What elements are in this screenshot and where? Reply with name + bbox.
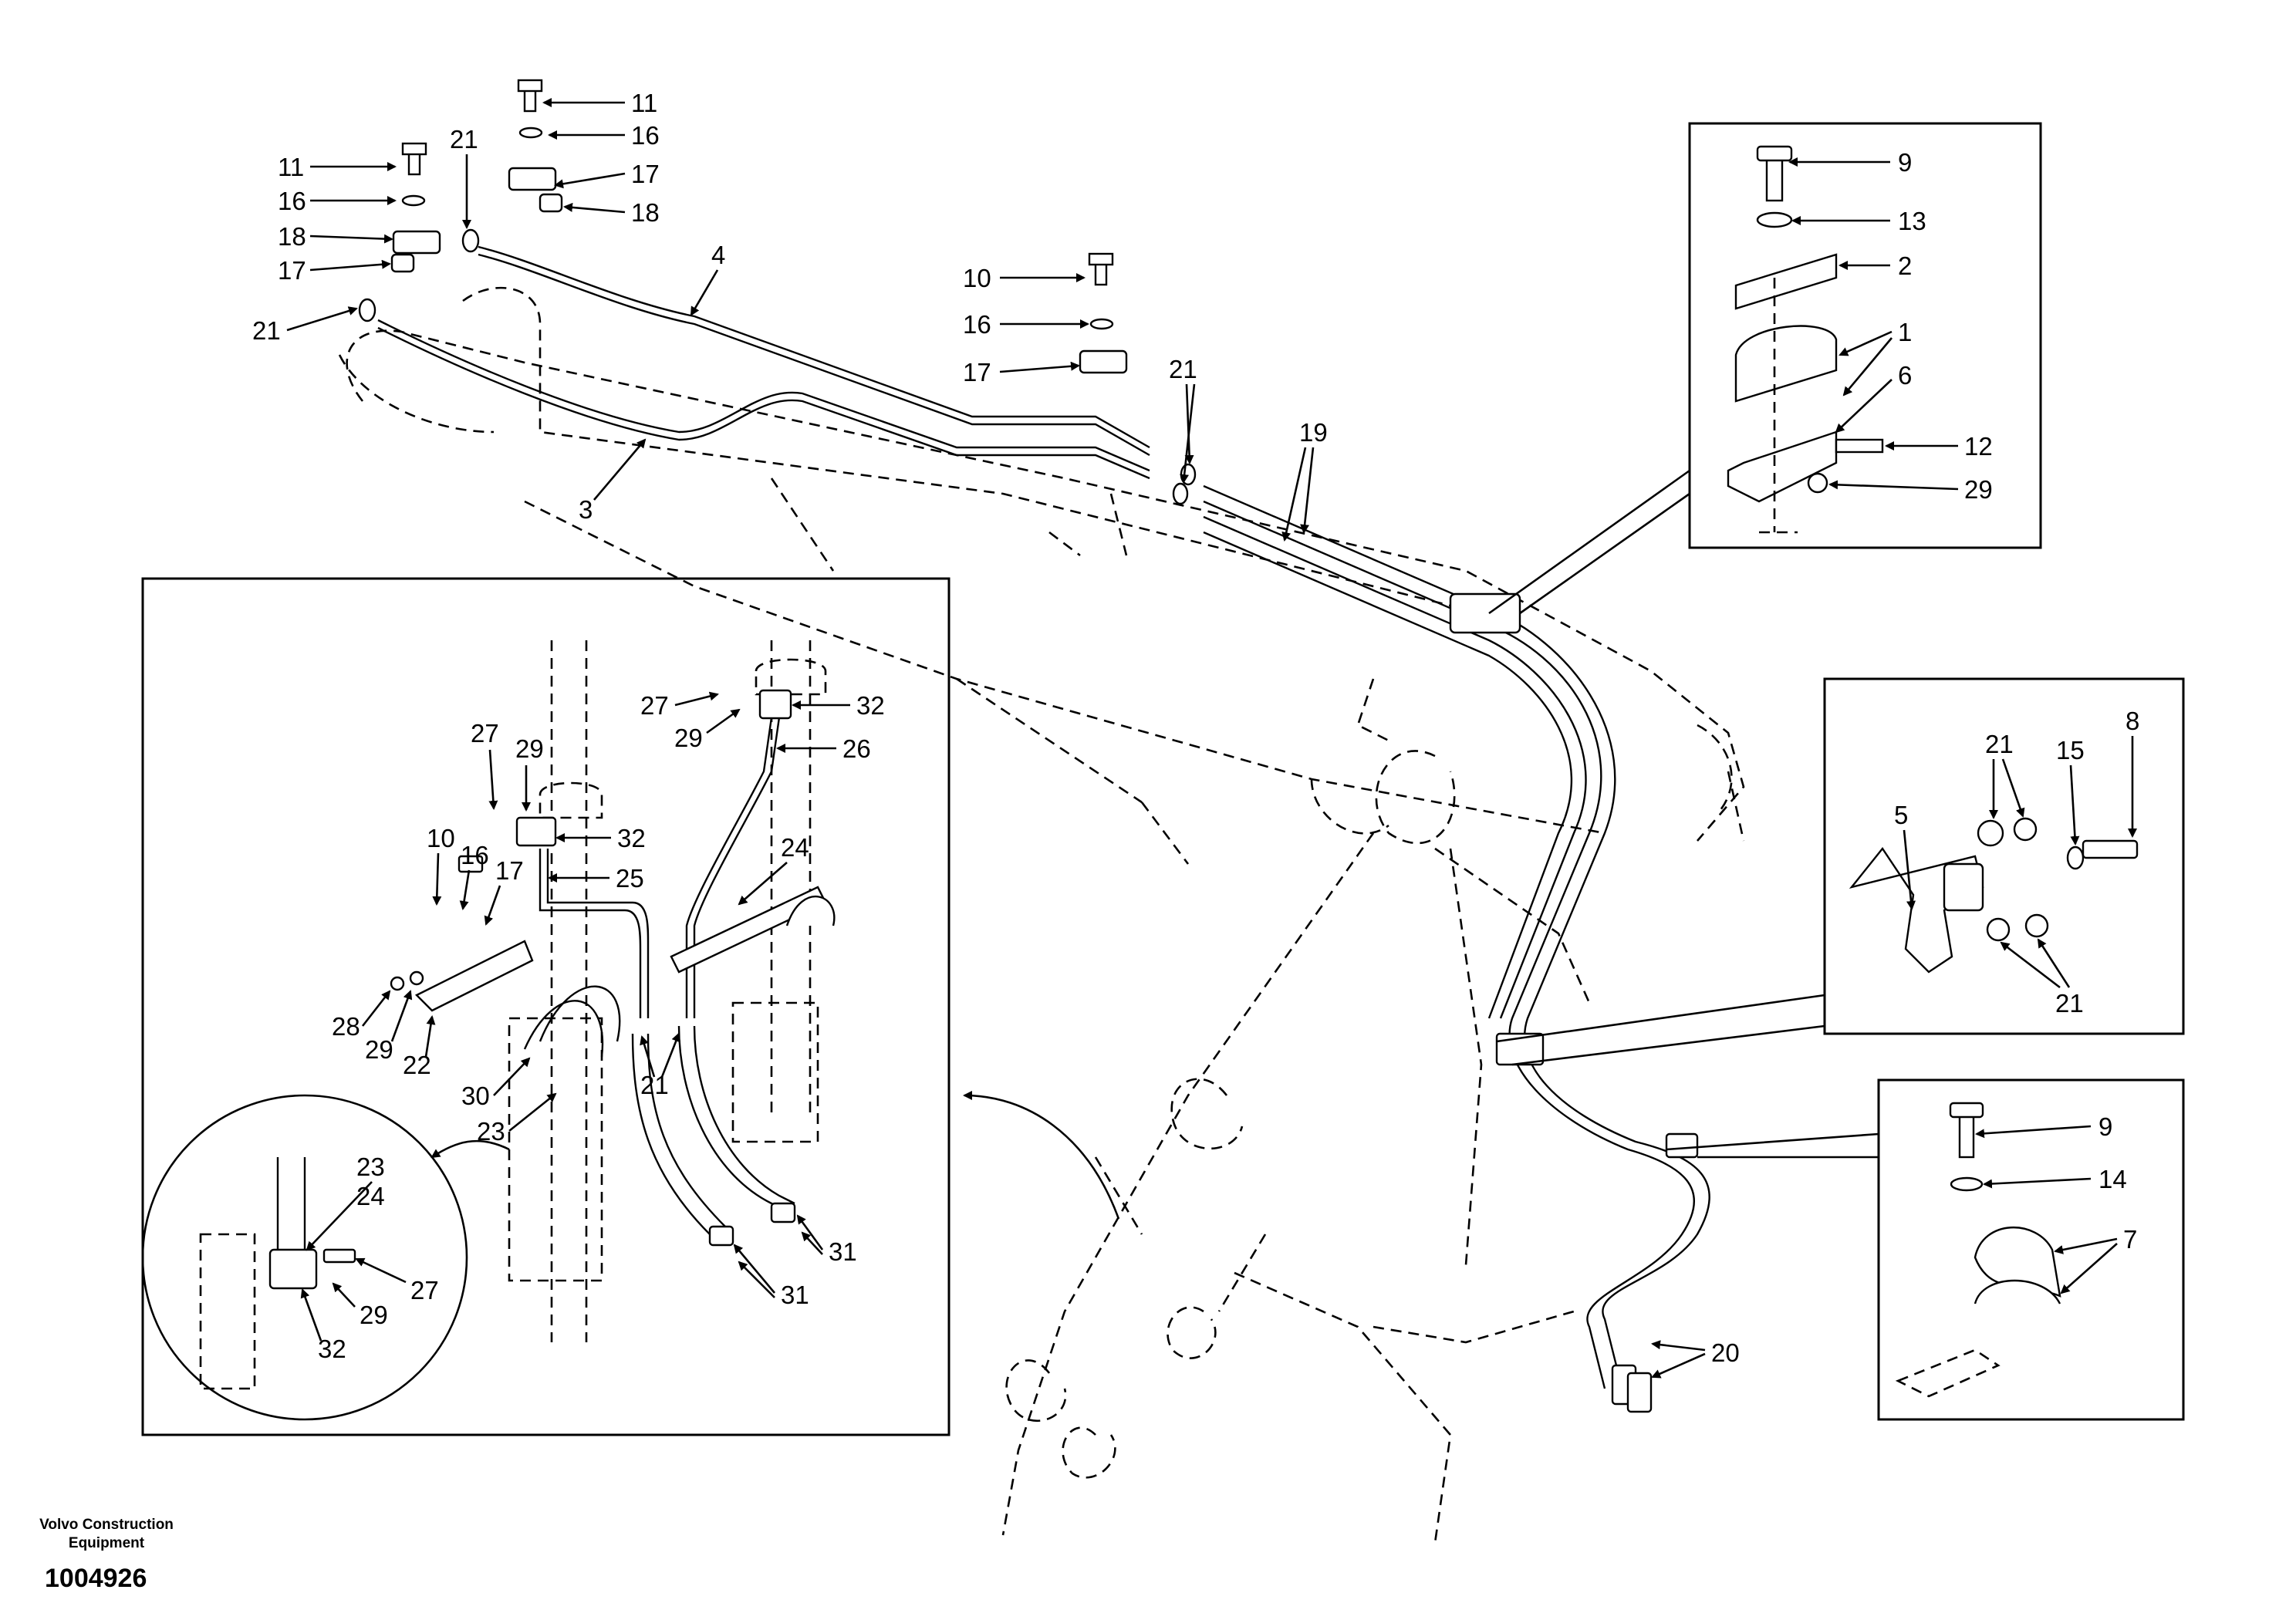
inset-hose-clamp-parts xyxy=(1895,1102,2061,1398)
detail-circle xyxy=(141,1094,468,1421)
leader-inset-a xyxy=(1488,469,1690,615)
callout-29: 29 xyxy=(365,1035,393,1064)
inset-arrow xyxy=(963,1091,1120,1220)
inset-cylinder-parts xyxy=(390,640,836,1342)
callout-2: 2 xyxy=(1898,251,1912,280)
callout-31: 31 xyxy=(781,1281,809,1309)
callout-29: 29 xyxy=(515,734,544,763)
callout-20: 20 xyxy=(1711,1338,1740,1367)
callout-24: 24 xyxy=(356,1182,385,1210)
inset-bracket-parts xyxy=(1849,817,2139,974)
callout-29: 29 xyxy=(1964,475,1993,504)
callout-13: 13 xyxy=(1898,207,1926,235)
callout-6: 6 xyxy=(1898,361,1912,390)
callout-9: 9 xyxy=(1898,148,1912,177)
hose-bundle-19 xyxy=(1203,484,1710,1413)
callout-29: 29 xyxy=(674,724,703,752)
callout-32: 32 xyxy=(318,1335,346,1363)
callout-9: 9 xyxy=(2098,1112,2112,1141)
callout-24: 24 xyxy=(781,833,809,862)
callout-21: 21 xyxy=(1985,730,2014,758)
callout-16: 16 xyxy=(963,310,991,339)
callout-7: 7 xyxy=(2123,1225,2137,1254)
callout-16: 16 xyxy=(461,841,489,869)
leader-inset-c xyxy=(1666,1132,1879,1159)
callout-11: 11 xyxy=(278,153,304,181)
hydraulic-lines-3-4 xyxy=(377,245,1150,480)
callout-21: 21 xyxy=(252,316,281,345)
callout-28: 28 xyxy=(332,1012,360,1041)
callout-4: 4 xyxy=(711,241,725,269)
callout-17: 17 xyxy=(495,856,524,885)
callout-27: 27 xyxy=(471,719,499,748)
callout-11: 11 xyxy=(631,89,657,117)
inset-box-clamp xyxy=(1688,122,2042,549)
inset-box-cylinder xyxy=(141,577,950,1436)
callout-17: 17 xyxy=(278,256,306,285)
callout-31: 31 xyxy=(829,1237,857,1266)
callout-18: 18 xyxy=(278,222,306,251)
boom-outline xyxy=(338,286,1745,1544)
inset-box-hose-clamp xyxy=(1877,1078,2185,1421)
callout-18: 18 xyxy=(631,198,660,227)
callout-26: 26 xyxy=(842,734,871,763)
callout-8: 8 xyxy=(2125,707,2139,735)
top-clamp-parts xyxy=(358,79,1197,505)
brand-name: Volvo Construction Equipment xyxy=(39,1517,174,1551)
leader-inset-b xyxy=(1496,994,1825,1066)
inset-box-bracket xyxy=(1823,677,2185,1035)
callout-25: 25 xyxy=(616,864,644,893)
callout-23: 23 xyxy=(356,1153,385,1181)
inset-clamp-parts xyxy=(1727,145,1884,534)
document-number: 1004926 xyxy=(45,1564,147,1593)
detail-circle-parts xyxy=(199,1157,356,1390)
callout-21: 21 xyxy=(1169,355,1197,383)
callout-3: 3 xyxy=(579,495,593,524)
callout-17: 17 xyxy=(963,358,991,386)
callout-16: 16 xyxy=(278,187,306,215)
callout-5: 5 xyxy=(1894,801,1908,829)
callout-21: 21 xyxy=(450,125,478,154)
callout-10: 10 xyxy=(427,824,455,852)
callout-1: 1 xyxy=(1898,318,1912,346)
callout-27: 27 xyxy=(640,691,669,720)
callout-27: 27 xyxy=(410,1276,439,1304)
callout-23: 23 xyxy=(477,1117,505,1146)
callout-21: 21 xyxy=(2055,989,2084,1018)
callout-29: 29 xyxy=(360,1301,388,1329)
callout-17: 17 xyxy=(631,160,660,188)
callout-layer: 11 16 17 18 11 16 18 17 21 21 4 3 10 16 … xyxy=(252,89,2139,1379)
callout-32: 32 xyxy=(856,691,885,720)
callout-15: 15 xyxy=(2056,736,2085,764)
callout-10: 10 xyxy=(963,264,991,292)
callout-19: 19 xyxy=(1299,418,1328,447)
callout-16: 16 xyxy=(631,121,660,150)
callout-12: 12 xyxy=(1964,432,1993,461)
detail-arrow xyxy=(430,1139,510,1159)
callout-14: 14 xyxy=(2098,1165,2127,1193)
callout-30: 30 xyxy=(461,1082,490,1110)
callout-32: 32 xyxy=(617,824,646,852)
